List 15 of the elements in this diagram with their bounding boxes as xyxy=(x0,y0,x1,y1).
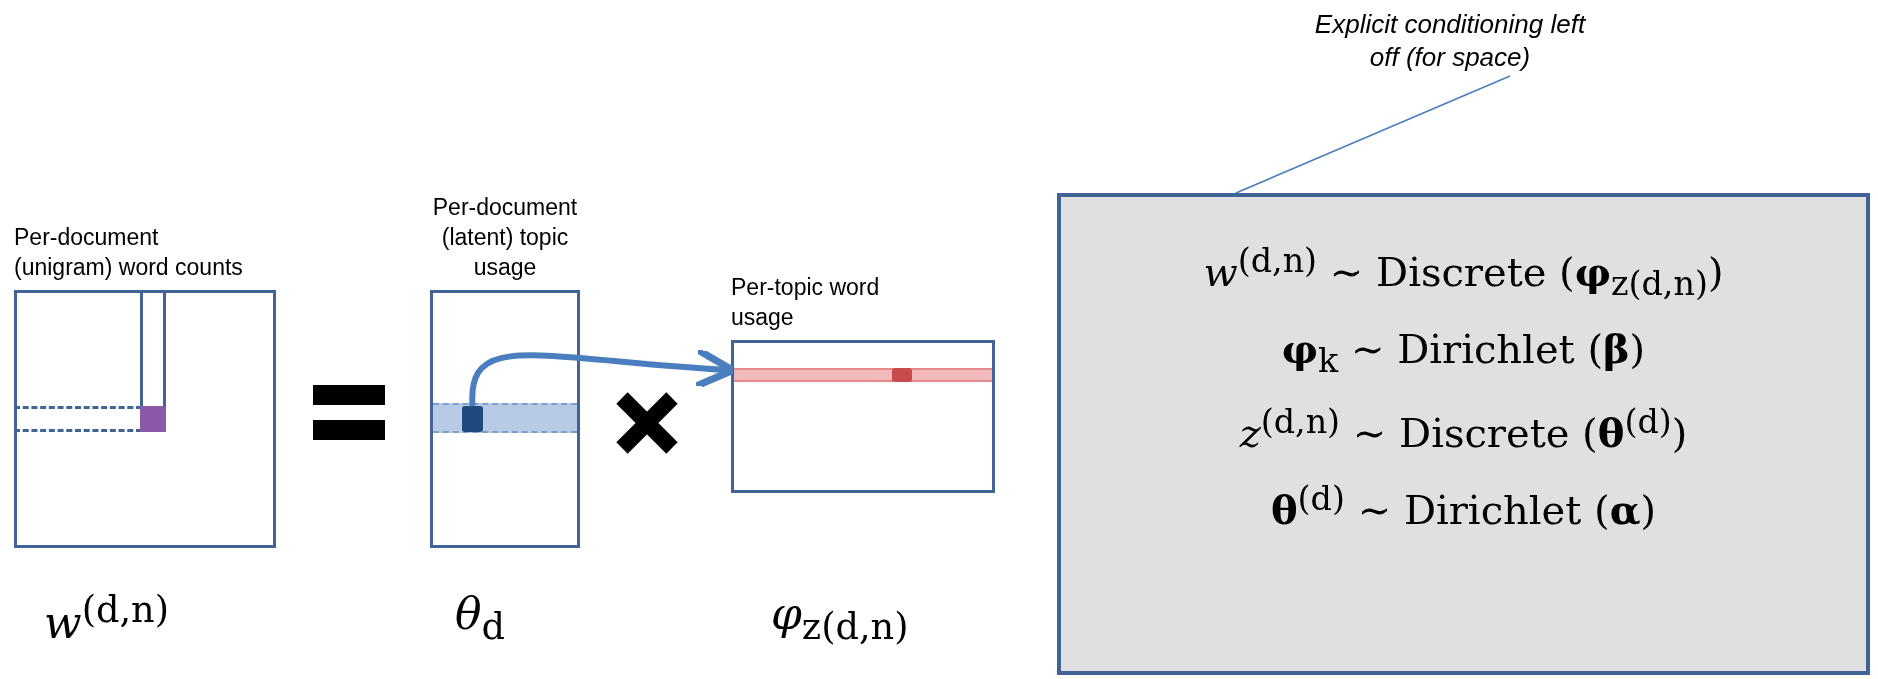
math-label: φ$_{z(d,n)}$ xyxy=(771,588,909,648)
matrix-heading: Per-topic word usage xyxy=(731,273,881,332)
math-label: w$^{(d,n)}$ xyxy=(44,588,169,648)
note-text: Explicit conditioning left off (for space) xyxy=(1313,8,1587,74)
matrix-cell xyxy=(462,406,483,432)
matrix-cell xyxy=(892,368,912,382)
equation-panel xyxy=(1057,193,1870,675)
matrix-heading: Per-document (unigram) word counts xyxy=(14,223,244,282)
equation: φ$_{k}$ ∼ Dirichlet (β) xyxy=(1280,325,1647,381)
equation: w$^{(d,n)}$ ∼ Discrete (φ$_{z(d,n)}$) xyxy=(1202,241,1725,304)
leader-line xyxy=(1235,75,1511,194)
matrix-heading: Per-document (latent) topic usage xyxy=(431,193,579,282)
equation: z$^{(d,n)}$ ∼ Discrete (θ$^{(d)}$) xyxy=(1238,402,1689,457)
equation: θ$^{(d)}$ ∼ Dirichlet (α) xyxy=(1269,478,1658,533)
math-label: θ$_{d}$ xyxy=(455,588,505,648)
